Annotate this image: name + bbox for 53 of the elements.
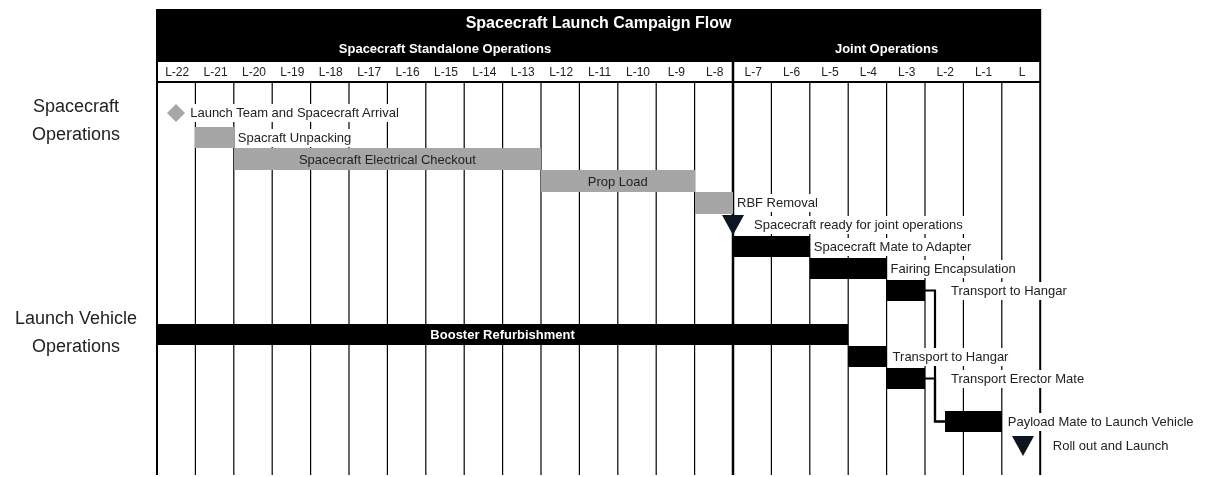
connector-line <box>925 377 945 423</box>
column-header: L-3 <box>897 64 917 80</box>
column-header: L-8 <box>705 64 725 80</box>
column-header: L-21 <box>202 64 229 80</box>
phase-header: Spacecraft Standalone Operations <box>337 41 553 57</box>
task-bar <box>809 258 887 279</box>
milestone-diamond <box>167 104 186 122</box>
task-label: Transport Erector Mate <box>950 369 1086 388</box>
column-header: L <box>1017 64 1027 80</box>
column-header: L-10 <box>624 64 651 80</box>
task-label: Fairing Encapsulation <box>889 259 1017 278</box>
task-bar <box>195 127 234 148</box>
task-bar <box>886 280 925 301</box>
column-header: L-12 <box>548 64 575 80</box>
column-header: L-19 <box>279 64 306 80</box>
row-heading: Launch Vehicle Operations <box>13 307 139 358</box>
task-label: Spacecraft ready for joint operations <box>753 216 964 234</box>
task-label: Spacraft Unpacking <box>236 128 353 147</box>
column-header: L-22 <box>164 64 191 80</box>
column-header: L-17 <box>356 64 383 80</box>
task-bar <box>848 346 887 367</box>
column-header: L-4 <box>858 64 879 80</box>
task-label: Spacecraft Mate to Adapter <box>812 237 973 256</box>
milestone-triangle <box>1011 436 1034 456</box>
column-header: L-6 <box>781 64 802 80</box>
column-header: L-13 <box>509 64 536 80</box>
task-label: Payload Mate to Launch Vehicle <box>1006 412 1195 431</box>
task-label: Transport to Hangar <box>891 347 1010 366</box>
column-header: L-5 <box>820 64 840 80</box>
task-bar <box>886 368 925 389</box>
task-bar <box>733 236 810 257</box>
column-header: L-14 <box>471 64 498 80</box>
column-header: L-20 <box>240 64 267 80</box>
column-header: L-11 <box>587 64 613 80</box>
column-header: L-18 <box>317 64 344 80</box>
column-header: L-16 <box>394 64 421 80</box>
task-label: Launch Team and Spacecraft Arrival <box>189 104 400 122</box>
task-bar: Prop Load <box>541 170 695 192</box>
phase-header: Joint Operations <box>833 41 940 57</box>
column-header: L-2 <box>935 64 955 80</box>
column-header: L-7 <box>743 64 763 80</box>
milestone-triangle <box>722 215 744 235</box>
task-bar: Booster Refurbishment <box>157 324 849 345</box>
task-bar: Spacecraft Electrical Checkout <box>233 148 541 170</box>
column-header: L-1 <box>973 64 994 80</box>
task-label: Transport to Hangar <box>950 281 1068 300</box>
task-label: RBF Removal <box>736 194 819 212</box>
task-bar <box>945 411 1002 432</box>
column-header: L-15 <box>432 64 459 80</box>
chart-title: Spacecraft Launch Campaign Flow <box>464 14 733 32</box>
column-header: L-9 <box>666 64 687 80</box>
row-heading: Spacecraft Operations <box>30 95 122 146</box>
task-bar <box>694 192 733 214</box>
